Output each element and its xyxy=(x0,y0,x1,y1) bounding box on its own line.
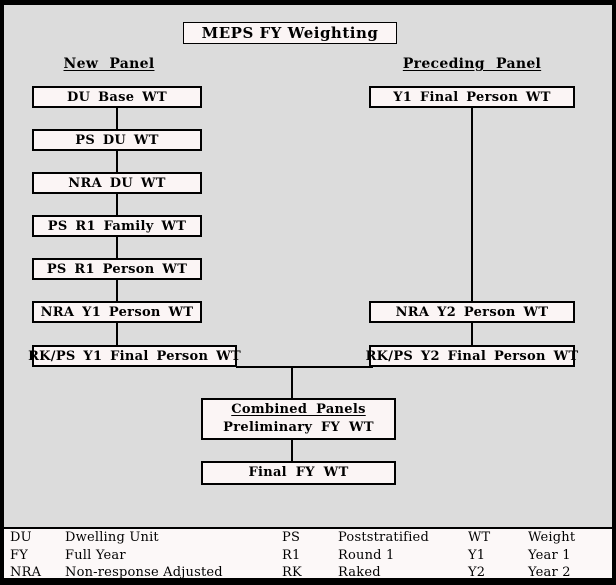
final-fy-wt-label: Final FY WT xyxy=(248,465,349,480)
preceding-panel-header: Preceding Panel xyxy=(402,56,542,72)
legend-def-ps: Poststratified xyxy=(338,530,429,545)
legend-def-y1: Year 1 xyxy=(528,548,571,563)
flow-box-du-base-wt: DU Base WT xyxy=(32,86,202,108)
flow-box-ps-du-wt: PS DU WT xyxy=(32,129,202,151)
legend-abbr-rk: RK xyxy=(282,565,302,580)
new-panel-header: New Panel xyxy=(63,56,155,72)
legend-def-rk: Raked xyxy=(338,565,381,580)
diagram-title-box: MEPS FY Weighting xyxy=(183,22,397,44)
legend-abbr-r1: R1 xyxy=(282,548,301,563)
legend-abbr-y1: Y1 xyxy=(468,548,486,563)
connector-line-merge-horizontal xyxy=(236,366,373,368)
legend-abbr-ps: PS xyxy=(282,530,301,545)
legend-abbr-y2: Y2 xyxy=(468,565,486,580)
connector-line-preceding-panel xyxy=(471,96,473,350)
legend-def-y2: Year 2 xyxy=(528,565,571,580)
flow-box-final-fy-wt: Final FY WT xyxy=(201,461,396,485)
connector-line-final xyxy=(291,440,293,461)
legend-abbr-wt: WT xyxy=(468,530,491,545)
flow-box-y1-final-person-wt: Y1 Final Person WT xyxy=(369,86,575,108)
legend-def-du: Dwelling Unit xyxy=(65,530,159,545)
flow-box-rkps-y1-final-person-wt: RK/PS Y1 Final Person WT xyxy=(28,345,241,367)
legend-def-fy: Full Year xyxy=(65,548,126,563)
legend-abbr-du: DU xyxy=(10,530,32,545)
flow-box-nra-y2-person-wt: NRA Y2 Person WT xyxy=(369,301,575,323)
flow-box-nra-y1-person-wt: NRA Y1 Person WT xyxy=(32,301,202,323)
connector-line-merge-vertical xyxy=(291,366,293,398)
abbreviation-legend xyxy=(4,527,612,578)
legend-abbr-nra: NRA xyxy=(10,565,42,580)
combined-panels-line1: Combined Panels xyxy=(231,402,366,417)
diagram-title: MEPS FY Weighting xyxy=(201,24,379,42)
flow-box-combined-panels: Combined Panels Preliminary FY WT xyxy=(201,398,396,440)
combined-panels-line2: Preliminary FY WT xyxy=(223,420,374,435)
flow-box-nra-du-wt: NRA DU WT xyxy=(32,172,202,194)
legend-def-r1: Round 1 xyxy=(338,548,395,563)
legend-def-nra: Non-response Adjusted xyxy=(65,565,223,580)
flow-box-ps-r1-family-wt: PS R1 Family WT xyxy=(32,215,202,237)
legend-def-wt: Weight xyxy=(528,530,576,545)
flow-box-ps-r1-person-wt: PS R1 Person WT xyxy=(32,258,202,280)
flow-box-rkps-y2-final-person-wt: RK/PS Y2 Final Person WT xyxy=(366,345,578,367)
legend-abbr-fy: FY xyxy=(10,548,29,563)
